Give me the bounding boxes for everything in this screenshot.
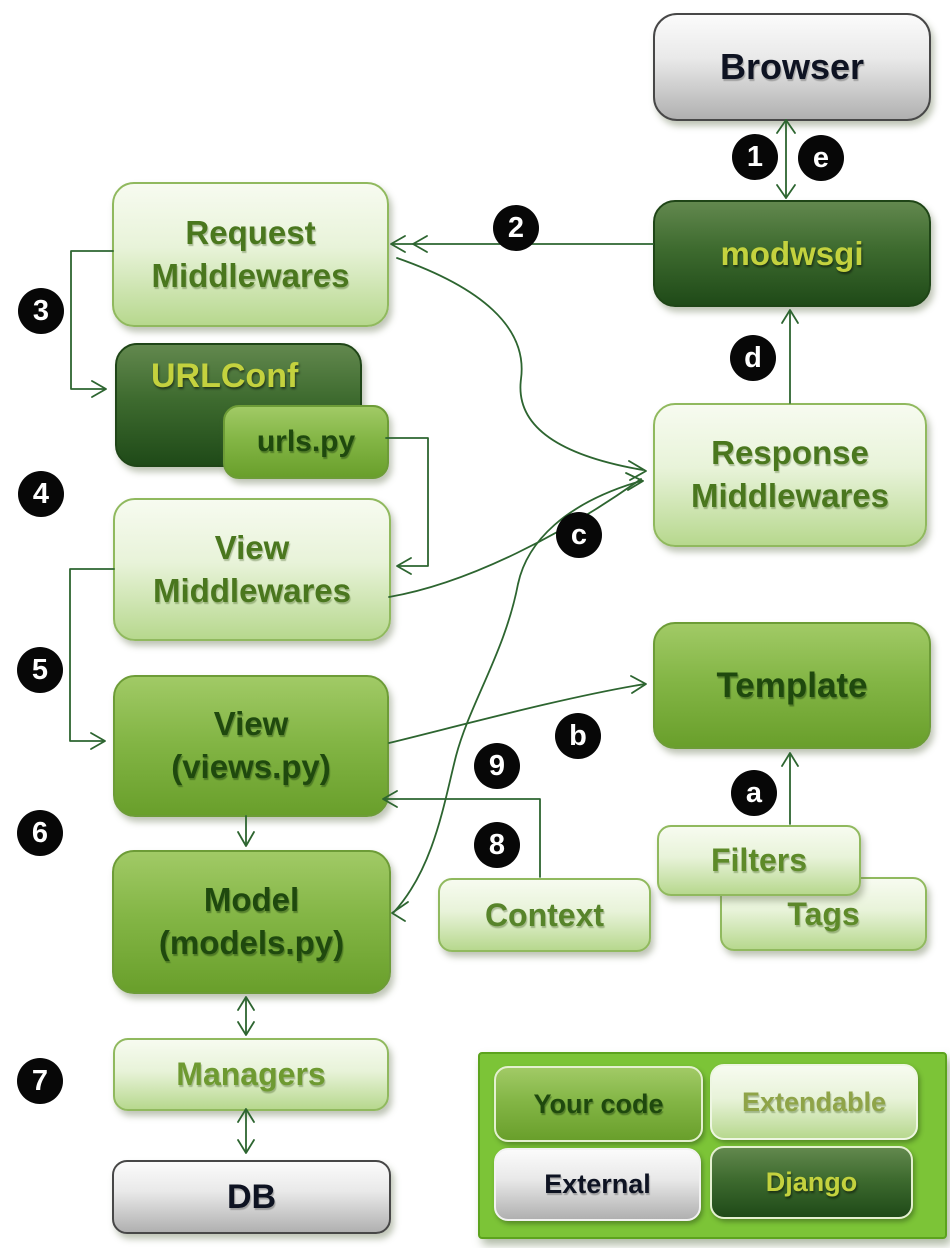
step-marker-d: d: [730, 335, 776, 381]
node-db: DB: [112, 1160, 391, 1234]
step-marker-1: 1: [732, 134, 778, 180]
legend-your-code: Your code: [494, 1066, 703, 1142]
legend-django: Django: [710, 1146, 913, 1219]
node-managers: Managers: [113, 1038, 389, 1111]
step-marker-c: c: [556, 512, 602, 558]
node-urls-py: urls.py: [223, 405, 389, 479]
legend-external: External: [494, 1148, 701, 1221]
step-marker-e: e: [798, 135, 844, 181]
node-browser: Browser: [653, 13, 931, 121]
step-marker-5: 5: [17, 647, 63, 693]
step-marker-6: 6: [17, 810, 63, 856]
step-marker-4: 4: [18, 471, 64, 517]
step-marker-3: 3: [18, 288, 64, 334]
node-view-middlewares: View Middlewares: [113, 498, 391, 641]
legend-panel: Your code Extendable External Django: [478, 1052, 947, 1239]
node-response-middlewares: Response Middlewares: [653, 403, 927, 547]
node-context: Context: [438, 878, 651, 952]
step-marker-2: 2: [493, 205, 539, 251]
node-filters: Filters: [657, 825, 861, 896]
node-modwsgi: modwsgi: [653, 200, 931, 307]
step-marker-9: 9: [474, 743, 520, 789]
node-tags: Tags: [720, 877, 927, 951]
step-marker-8: 8: [474, 822, 520, 868]
step-marker-b: b: [555, 713, 601, 759]
step-marker-a: a: [731, 770, 777, 816]
step-marker-7: 7: [17, 1058, 63, 1104]
node-model: Model (models.py): [112, 850, 391, 994]
node-template: Template: [653, 622, 931, 749]
node-request-middlewares: Request Middlewares: [112, 182, 389, 327]
legend-extendable: Extendable: [710, 1064, 918, 1140]
node-view: View (views.py): [113, 675, 389, 817]
